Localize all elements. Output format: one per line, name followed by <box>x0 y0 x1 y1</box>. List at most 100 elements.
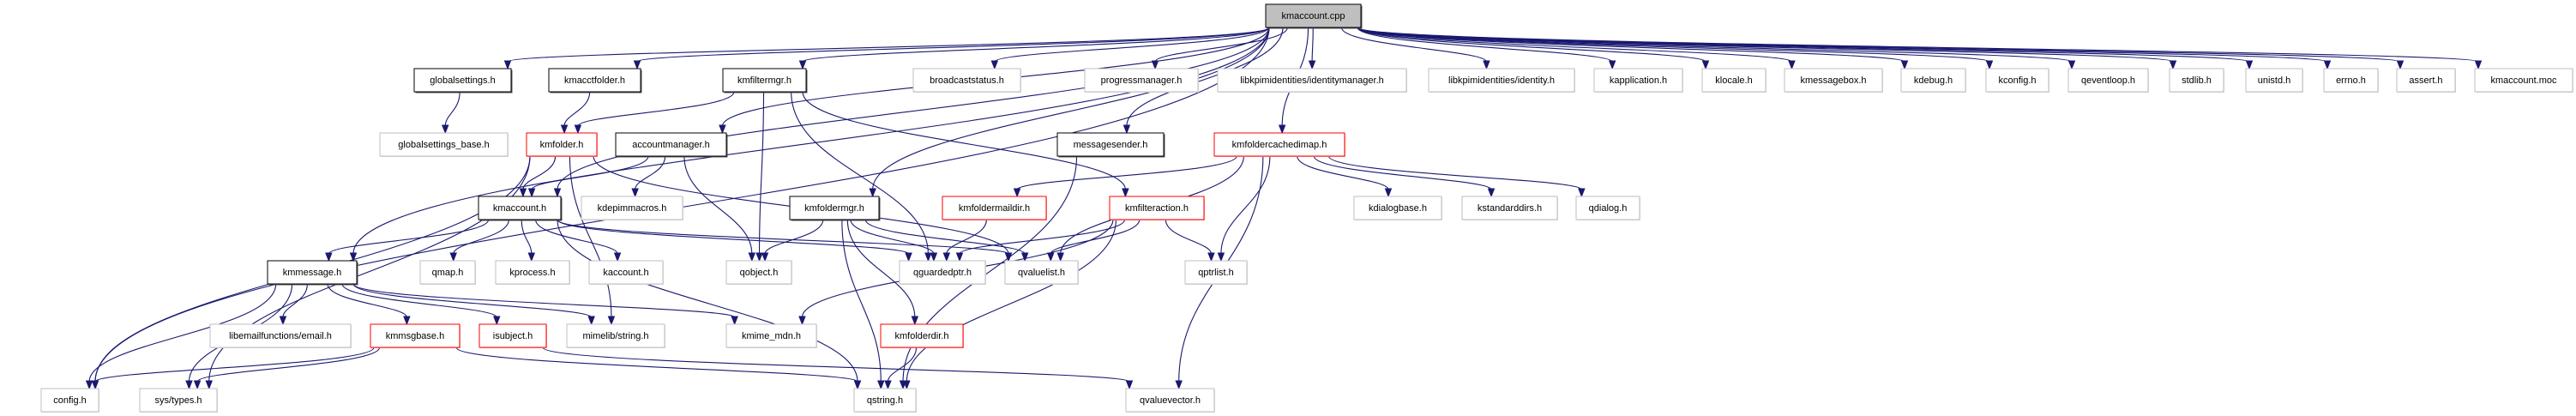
arrowhead-icon <box>185 380 193 390</box>
node-kmfolderdir-h[interactable]: kmfolderdir.h <box>880 323 964 348</box>
node-kmime-mdn-h[interactable]: kmime_mdn.h <box>725 323 817 348</box>
node-box <box>478 196 562 220</box>
node-identity-h[interactable]: libkpimidentities/identity.h <box>1428 68 1575 93</box>
edge-kmfoldermgr-h-to-qguardedptr-h <box>850 219 935 255</box>
node-qobject-h[interactable]: qobject.h <box>725 260 792 285</box>
node-kmmessage-h[interactable]: kmmessage.h <box>267 260 358 286</box>
node-messagesender-h[interactable]: messagesender.h <box>1056 132 1165 158</box>
arrowhead-icon <box>1985 60 1994 70</box>
node-qstring-h[interactable]: qstring.h <box>853 388 917 413</box>
node-box <box>548 68 641 93</box>
node-label: kmacctfolder.h <box>564 75 625 86</box>
arrowhead-icon <box>853 380 862 390</box>
node-qptrlist-h[interactable]: qptrlist.h <box>1184 260 1248 285</box>
node-label: sys/types.h <box>154 395 202 406</box>
arrowhead-icon <box>279 316 287 326</box>
node-kmfoldercachedimap-h[interactable]: kmfoldercachedimap.h <box>1213 132 1345 157</box>
edge-kmaccount-cpp-to-kmmessage-h <box>352 27 1270 255</box>
node-box <box>1784 68 1883 93</box>
node-kdebug-h[interactable]: kdebug.h <box>1900 68 1966 93</box>
node-label: qvaluevector.h <box>1140 395 1201 406</box>
node-kmaccount-cpp[interactable]: kmaccount.cpp <box>1265 3 1363 29</box>
arrowhead-icon <box>748 252 756 262</box>
node-box <box>379 132 509 157</box>
node-box <box>1461 196 1558 220</box>
arrowhead-icon <box>574 124 582 135</box>
node-progressmanager-h[interactable]: progressmanager.h <box>1084 68 1199 93</box>
node-kmfoldermgr-h[interactable]: kmfoldermgr.h <box>789 196 881 221</box>
arrowhead-icon <box>193 380 202 390</box>
node-kmessagebox-h[interactable]: kmessagebox.h <box>1784 68 1883 93</box>
node-identitymanager-h[interactable]: libkpimidentities/identitymanager.h <box>1217 68 1407 93</box>
arrowhead-icon <box>869 188 876 198</box>
node-qdialog-h[interactable]: qdialog.h <box>1575 196 1640 220</box>
node-kmacctfolder-h[interactable]: kmacctfolder.h <box>548 68 642 93</box>
arrowhead-icon <box>1788 60 1796 70</box>
node-box <box>413 68 512 93</box>
edge-kmaccount-h-to-kaccount-h <box>535 219 618 255</box>
node-sys-types-h[interactable]: sys/types.h <box>139 388 218 413</box>
edge-globalsettings-h-to-globalsettings-base-h <box>444 91 460 127</box>
node-errno-h[interactable]: errno.h <box>2323 68 2379 93</box>
arrowhead-icon <box>924 252 932 262</box>
node-stdlib-h[interactable]: stdlib.h <box>2169 68 2224 93</box>
node-label: kmfiltermgr.h <box>737 75 791 86</box>
node-qvaluelist-h[interactable]: qvaluelist.h <box>1004 260 1079 285</box>
node-label: qdialog.h <box>1589 203 1628 214</box>
node-assert-h[interactable]: assert.h <box>2396 68 2456 93</box>
arrowhead-icon <box>955 252 964 262</box>
node-kmfilteraction-h[interactable]: kmfilteraction.h <box>1109 196 1205 220</box>
node-kstandarddirs-h[interactable]: kstandarddirs.h <box>1461 196 1558 220</box>
node-email-h[interactable]: libemailfunctions/email.h <box>209 323 352 348</box>
node-box <box>2323 68 2379 93</box>
node-qvaluevector-h[interactable]: qvaluevector.h <box>1125 388 1215 413</box>
node-mimelib-string-h[interactable]: mimelib/string.h <box>566 323 665 348</box>
node-kmaccount-moc[interactable]: kmaccount.moc <box>2474 68 2573 93</box>
node-isubject-h[interactable]: isubject.h <box>478 323 547 348</box>
node-unistd-h[interactable]: unistd.h <box>2245 68 2303 93</box>
edge-kmmessage-h-to-kmmsgbase-h <box>327 283 407 318</box>
node-kmfiltermgr-h[interactable]: kmfiltermgr.h <box>722 68 808 93</box>
node-qeventloop-h[interactable]: qeventloop.h <box>2067 68 2149 93</box>
node-broadcaststatus-h[interactable]: broadcaststatus.h <box>912 68 1021 93</box>
node-kmfoldermaildir-h[interactable]: kmfoldermaildir.h <box>942 196 1047 220</box>
edge-kmaccount-h-to-kprocess-h <box>521 219 533 255</box>
node-box <box>2396 68 2456 93</box>
node-globalsettings-base-h[interactable]: globalsettings_base.h <box>379 132 509 157</box>
arrowhead-icon <box>2169 60 2177 70</box>
arrowhead-icon <box>2396 60 2404 70</box>
node-box <box>1184 260 1248 285</box>
node-kdialogbase-h[interactable]: kdialogbase.h <box>1353 196 1442 220</box>
node-kaccount-h[interactable]: kaccount.h <box>588 260 664 285</box>
arrowhead-icon <box>1122 188 1129 198</box>
node-label: errno.h <box>2336 75 2366 86</box>
node-box <box>853 388 917 413</box>
node-qguardedptr-h[interactable]: qguardedptr.h <box>899 260 986 285</box>
arrowhead-icon <box>877 380 885 390</box>
edge-kmaccount-h-to-qguardedptr-h <box>557 219 910 255</box>
node-kprocess-h[interactable]: kprocess.h <box>495 260 570 285</box>
node-label: assert.h <box>2409 75 2442 86</box>
node-accountmanager-h[interactable]: accountmanager.h <box>615 132 728 158</box>
node-qmap-h[interactable]: qmap.h <box>419 260 476 285</box>
node-globalsettings-h[interactable]: globalsettings.h <box>413 68 513 93</box>
node-kconfig-h[interactable]: kconfig.h <box>1985 68 2049 93</box>
node-label: kstandarddirs.h <box>1478 203 1542 214</box>
node-config-h[interactable]: config.h <box>40 388 99 413</box>
node-kmaccount-h[interactable]: kmaccount.h <box>478 196 563 221</box>
node-kmmsgbase-h[interactable]: kmmsgbase.h <box>370 323 460 348</box>
edge-kmfiltermgr-h-to-kmfolder-h <box>577 91 735 127</box>
node-box <box>209 323 352 348</box>
node-box <box>725 260 792 285</box>
node-klocale-h[interactable]: klocale.h <box>1701 68 1766 93</box>
node-kmfolder-h[interactable]: kmfolder.h <box>526 132 598 157</box>
node-label: kaccount.h <box>603 268 648 278</box>
node-label: qptrlist.h <box>1198 268 1234 278</box>
node-box <box>1593 68 1683 93</box>
node-kdepimmacros-h[interactable]: kdepimmacros.h <box>581 196 683 220</box>
arrowhead-icon <box>85 380 93 390</box>
node-box <box>1265 3 1362 28</box>
arrowhead-icon <box>633 60 641 70</box>
node-kapplication-h[interactable]: kapplication.h <box>1593 68 1683 93</box>
edge-kmaccount-cpp-to-kmaccount-moc <box>1357 27 2479 63</box>
